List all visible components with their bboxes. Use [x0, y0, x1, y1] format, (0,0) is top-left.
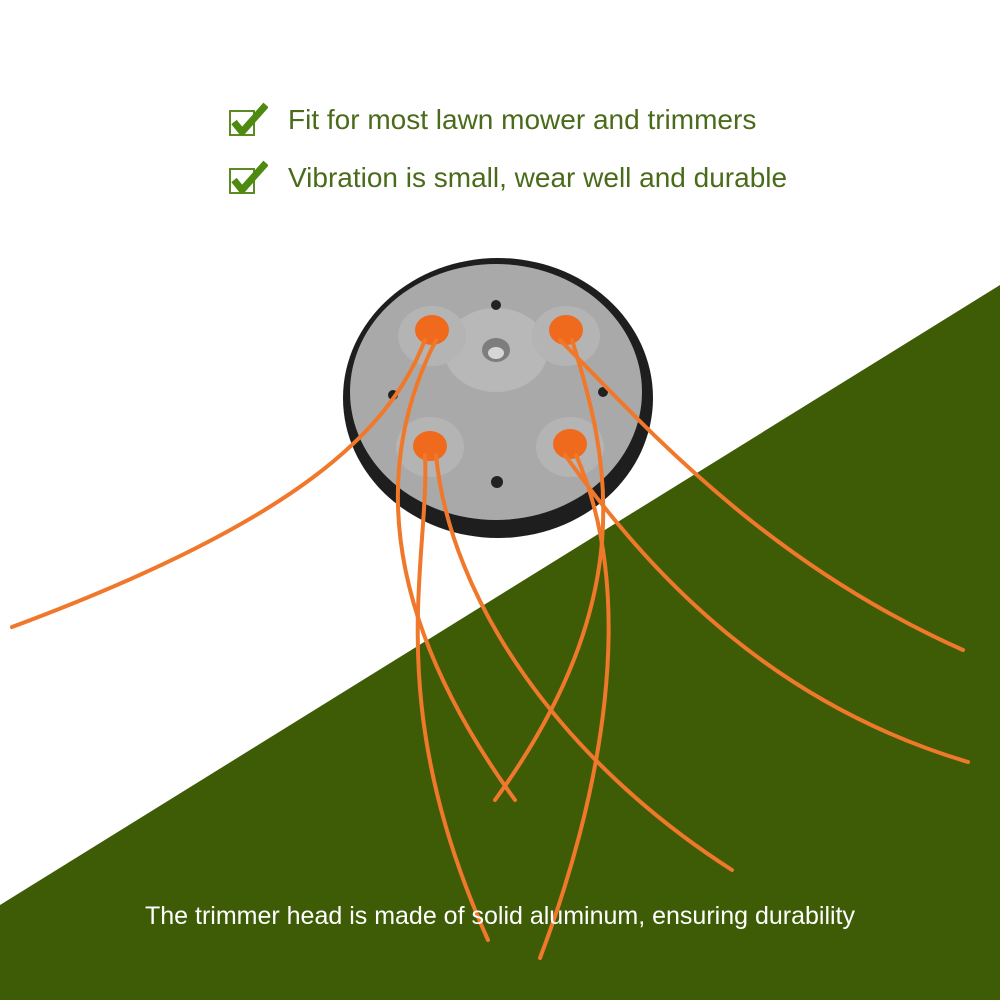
- caption: The trimmer head is made of solid alumin…: [144, 902, 856, 930]
- feature-text: Vibration is small, wear well and durabl…: [288, 162, 788, 193]
- feature-item: Vibration is small, wear well and durabl…: [228, 160, 787, 196]
- green-diagonal-background: [0, 285, 1000, 1000]
- checkbox-check-icon: [229, 160, 268, 194]
- feature-text: Fit for most lawn mower and trimmers: [288, 104, 757, 135]
- trimmer-lines: [10, 338, 970, 960]
- feature-item: Fit for most lawn mower and trimmers: [228, 102, 756, 138]
- trimmer-head: [343, 258, 653, 538]
- checkbox-check-icon: [229, 102, 268, 136]
